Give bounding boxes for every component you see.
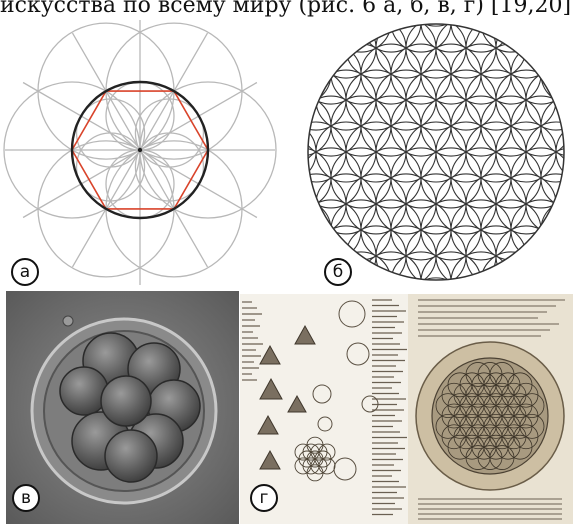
panel-label-d: г <box>250 484 278 512</box>
flower-of-life-diagram <box>300 20 573 288</box>
figure-panel-c <box>6 291 239 524</box>
panel-label-b: б <box>324 258 352 286</box>
figure-panel-b <box>300 20 573 288</box>
panel-label-a: а <box>11 258 39 286</box>
embryo-photo <box>6 291 239 524</box>
manuscript-sketches <box>240 294 573 524</box>
figure-panel-d <box>240 294 573 524</box>
figure-panel-a <box>0 20 290 288</box>
panel-label-c: в <box>12 484 40 512</box>
seed-of-life-diagram <box>0 20 290 288</box>
